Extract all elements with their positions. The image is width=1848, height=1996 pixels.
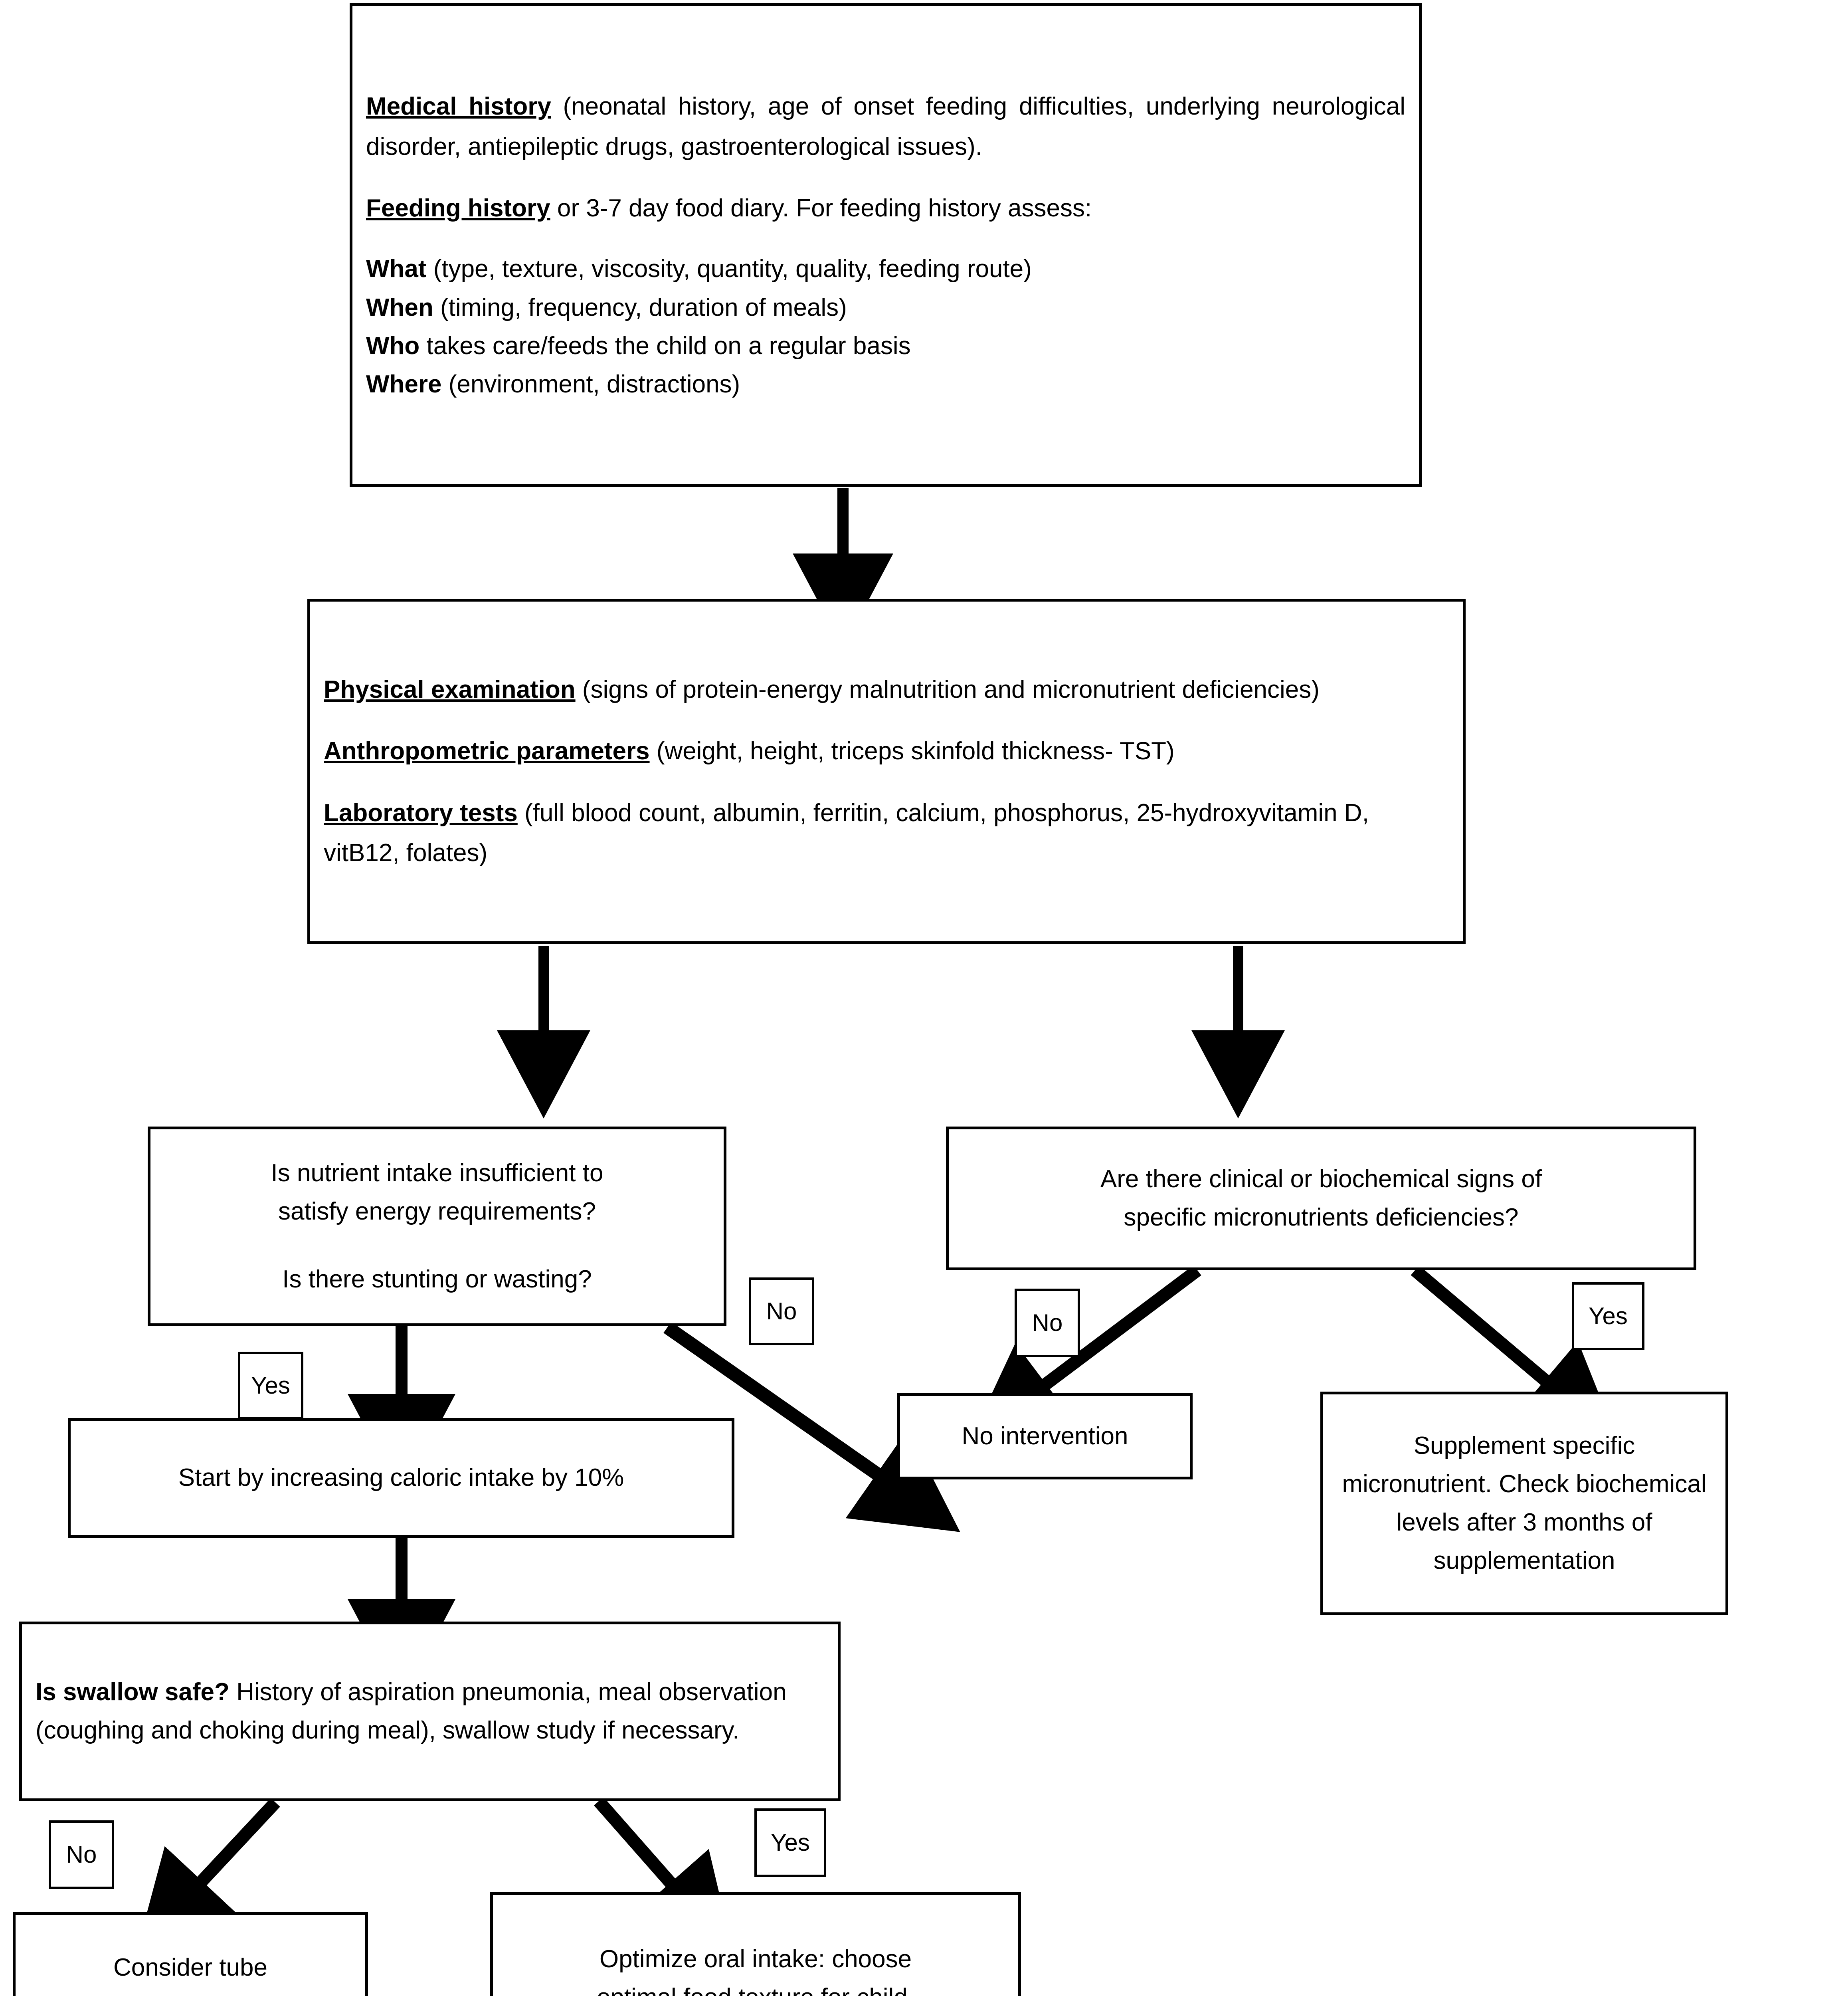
anthropometric-paragraph: Anthropometric parameters (weight, heigh… bbox=[324, 731, 1449, 771]
feeding-history-item-where: Where (environment, distractions) bbox=[366, 365, 1405, 404]
edge-label-micronutrient-yes: Yes bbox=[1572, 1282, 1644, 1350]
box-nutrient-intake-question: Is nutrient intake insufficient to satis… bbox=[148, 1127, 726, 1326]
laboratory-tests-body: (full blood count, albumin, ferritin, ca… bbox=[324, 799, 1369, 867]
supplement-line-4: supplementation bbox=[1433, 1547, 1615, 1575]
item-key-where: Where bbox=[366, 370, 442, 398]
edge-label-swallow-yes-text: Yes bbox=[771, 1829, 810, 1856]
medical-history-heading: Medical history bbox=[366, 93, 551, 121]
box-increase-caloric-intake: Start by increasing caloric intake by 10… bbox=[68, 1418, 734, 1538]
medical-history-paragraph: Medical history (neonatal history, age o… bbox=[366, 87, 1405, 167]
box-tube-feeding: Consider tube feeding (gastrostomy or je… bbox=[13, 1912, 368, 1996]
item-rest-who: takes care/feeds the child on a regular … bbox=[419, 332, 911, 360]
intake-question-line-3: Is there stunting or wasting? bbox=[282, 1265, 592, 1293]
item-key-what: What bbox=[366, 255, 427, 283]
box-physical-examination: Physical examination (signs of protein-e… bbox=[307, 599, 1466, 944]
physical-examination-body: (signs of protein-energy malnutrition an… bbox=[575, 675, 1320, 703]
feeding-history-item-who: Who takes care/feeds the child on a regu… bbox=[366, 327, 1405, 365]
box-swallow-safe-question: Is swallow safe? History of aspiration p… bbox=[19, 1622, 841, 1801]
edge-label-swallow-no-text: No bbox=[66, 1841, 97, 1868]
edge-label-intake-no: No bbox=[749, 1277, 814, 1345]
box-optimize-oral-intake: Optimize oral intake: choose optimal foo… bbox=[490, 1892, 1021, 1996]
edge-label-micronutrient-no-text: No bbox=[1032, 1309, 1063, 1336]
physical-examination-heading: Physical examination bbox=[324, 675, 576, 703]
box-no-intervention: No intervention bbox=[897, 1393, 1193, 1479]
optimize-line-2: optimal food texture for child, bbox=[507, 1978, 1005, 1996]
arrow-micronutrient-yes bbox=[1411, 1265, 1618, 1442]
swallow-safe-paragraph: Is swallow safe? History of aspiration p… bbox=[36, 1673, 824, 1750]
edge-label-micronutrient-no: No bbox=[1015, 1289, 1080, 1357]
feeding-history-paragraph: Feeding history or 3-7 day food diary. F… bbox=[366, 188, 1405, 228]
feeding-history-item-what: What (type, texture, viscosity, quantity… bbox=[366, 250, 1405, 288]
feeding-history-heading: Feeding history bbox=[366, 194, 550, 222]
supplement-line-3: levels after 3 months of bbox=[1396, 1509, 1652, 1536]
intake-question-line-1: Is nutrient intake insufficient to bbox=[271, 1159, 603, 1187]
tube-feeding-line-2: feeding (gastrostomy bbox=[29, 1987, 352, 1996]
laboratory-tests-heading: Laboratory tests bbox=[324, 799, 518, 827]
arrow-swallow-no bbox=[137, 1798, 280, 1951]
item-rest-when: (timing, frequency, duration of meals) bbox=[433, 293, 847, 321]
box-medical-history: Medical history (neonatal history, age o… bbox=[350, 3, 1422, 487]
box-supplement-micronutrient: Supplement specific micronutrient. Check… bbox=[1320, 1392, 1728, 1615]
micronutrient-question-line-1: Are there clinical or biochemical signs … bbox=[1100, 1165, 1542, 1193]
edge-label-intake-yes-text: Yes bbox=[251, 1372, 290, 1399]
no-intervention-text: No intervention bbox=[962, 1422, 1128, 1450]
feeding-history-body: or 3-7 day food diary. For feeding histo… bbox=[550, 194, 1092, 222]
item-key-who: Who bbox=[366, 332, 420, 360]
edge-label-intake-no-text: No bbox=[766, 1298, 797, 1325]
edge-label-swallow-yes: Yes bbox=[754, 1808, 826, 1877]
increase-caloric-intake-text: Start by increasing caloric intake by 10… bbox=[178, 1463, 624, 1491]
swallow-safe-body: History of aspiration pneumonia, meal ob… bbox=[36, 1678, 787, 1744]
anthropometric-heading: Anthropometric parameters bbox=[324, 737, 650, 765]
edge-label-swallow-no: No bbox=[49, 1820, 114, 1889]
supplement-line-1: Supplement specific bbox=[1413, 1432, 1635, 1459]
physical-examination-paragraph: Physical examination (signs of protein-e… bbox=[324, 670, 1449, 710]
item-rest-what: (type, texture, viscosity, quantity, qua… bbox=[426, 255, 1032, 283]
arrow-swallow-yes bbox=[594, 1797, 734, 1955]
intake-question-line-2: satisfy energy requirements? bbox=[278, 1197, 596, 1225]
tube-feeding-line-1: Consider tube bbox=[113, 1953, 268, 1981]
supplement-line-2: micronutrient. Check biochemical bbox=[1342, 1470, 1707, 1498]
anthropometric-body: (weight, height, triceps skinfold thickn… bbox=[649, 737, 1175, 765]
laboratory-tests-paragraph: Laboratory tests (full blood count, albu… bbox=[324, 793, 1449, 873]
micronutrient-question-line-2: specific micronutrients deficiencies? bbox=[1124, 1204, 1519, 1231]
edge-label-micronutrient-yes-text: Yes bbox=[1589, 1303, 1628, 1329]
medical-history-body: (neonatal history, age of onset feeding … bbox=[366, 93, 1405, 160]
optimize-line-1: Optimize oral intake: choose bbox=[599, 1945, 912, 1973]
item-key-when: When bbox=[366, 293, 433, 321]
swallow-safe-heading: Is swallow safe? bbox=[36, 1678, 230, 1706]
item-rest-where: (environment, distractions) bbox=[441, 370, 740, 398]
box-micronutrient-question: Are there clinical or biochemical signs … bbox=[946, 1127, 1696, 1270]
edge-label-intake-yes: Yes bbox=[238, 1352, 303, 1420]
feeding-history-item-when: When (timing, frequency, duration of mea… bbox=[366, 289, 1405, 327]
